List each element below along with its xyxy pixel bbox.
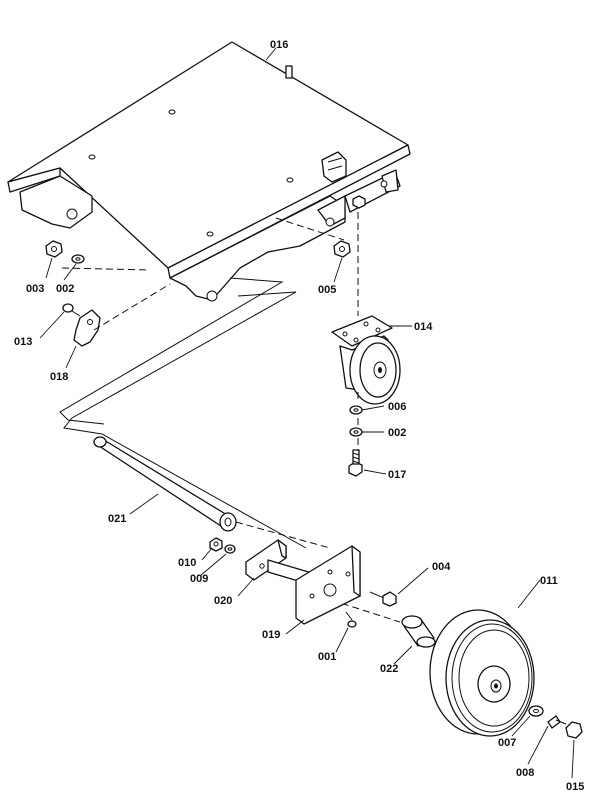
washer-002-upper (71, 254, 85, 264)
callout-004: 004 (432, 561, 451, 573)
bolt-004 (369, 591, 397, 607)
callout-003: 003 (26, 283, 44, 295)
callout-021: 021 (108, 513, 126, 525)
screw-013 (62, 303, 81, 317)
callout-labels: 016 003 002 005 013 018 014 006 002 017 … (14, 39, 584, 793)
callout-016: 016 (270, 39, 288, 51)
wheel-011 (429, 609, 535, 737)
callout-009: 009 (190, 573, 208, 585)
callout-010: 010 (178, 557, 196, 569)
callout-020: 020 (214, 595, 232, 607)
callout-007: 007 (498, 737, 516, 749)
callout-018: 018 (50, 371, 68, 383)
nut-010 (209, 537, 223, 552)
callout-014: 014 (414, 321, 433, 333)
nut-003 (45, 240, 63, 258)
callout-017: 017 (388, 469, 406, 481)
callout-002-upper: 002 (56, 283, 74, 295)
axle-bracket-019 (267, 545, 361, 625)
washer-002-lower (349, 427, 363, 437)
callout-001: 001 (318, 651, 336, 663)
leader-lines (39, 47, 575, 779)
washer-006 (349, 405, 363, 415)
callout-013: 013 (14, 336, 32, 348)
bolt-017 (348, 449, 363, 477)
callout-019: 019 (262, 629, 280, 641)
washer-007 (528, 705, 544, 717)
screw-001 (345, 611, 357, 628)
callout-002-lower: 002 (388, 427, 406, 439)
bolt-015 (555, 719, 583, 739)
clamp-018 (73, 309, 101, 347)
callout-022: 022 (380, 663, 398, 675)
callout-011: 011 (540, 575, 558, 587)
bushing-022 (401, 615, 436, 648)
bracket-020 (245, 539, 287, 581)
tube-021 (93, 436, 237, 532)
callout-005: 005 (318, 284, 336, 296)
washer-009 (224, 544, 236, 554)
nut-005 (333, 240, 351, 258)
caster-014 (331, 315, 401, 405)
callout-015: 015 (566, 781, 584, 793)
base-plate-016 (7, 41, 411, 302)
callout-008: 008 (516, 767, 534, 779)
clip-008 (547, 715, 561, 729)
callout-006: 006 (388, 401, 406, 413)
